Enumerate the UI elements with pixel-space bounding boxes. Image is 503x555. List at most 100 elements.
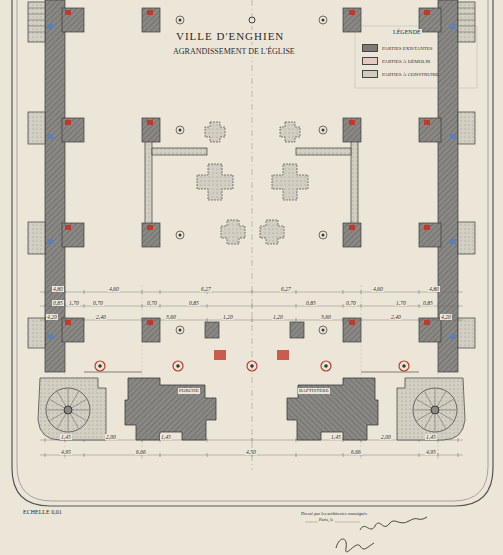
cross-pier — [205, 122, 225, 142]
dimension-tick — [160, 453, 161, 457]
buttress — [28, 112, 45, 144]
repair-mark — [147, 120, 153, 125]
stamp-text: Paris, le — [318, 518, 335, 523]
dimension-tick — [45, 290, 46, 294]
pier — [343, 118, 361, 142]
dimension: 4,20 — [46, 314, 58, 320]
repair-mark — [147, 10, 153, 15]
cross-pier — [260, 220, 284, 244]
repair-mark — [450, 239, 456, 244]
new-column — [247, 361, 257, 371]
step-line — [458, 20, 475, 21]
column — [176, 126, 184, 134]
step-line — [458, 8, 475, 9]
pier — [290, 322, 304, 338]
pier — [205, 322, 219, 338]
dimension: 1,45 — [160, 434, 172, 440]
dimension-tick — [207, 304, 208, 308]
dimension-tick — [296, 453, 297, 457]
dimension-tick — [458, 304, 459, 308]
dimension-tick — [458, 438, 459, 442]
dimension-tick — [296, 438, 297, 442]
dimension: 6,27 — [280, 286, 292, 292]
legend-entry: PARTIES À DÉMOLIR — [362, 57, 430, 65]
dimension: 0,85 — [422, 300, 434, 306]
legend-text: PARTIES À DÉMOLIR — [382, 59, 430, 64]
new-column — [98, 364, 102, 368]
pier — [62, 318, 84, 342]
buttress — [458, 2, 475, 42]
pier — [142, 223, 160, 247]
dimension: 0,70 — [92, 300, 104, 306]
dimension-tick — [45, 304, 46, 308]
column — [176, 16, 184, 24]
dimension: 4,60 — [108, 286, 120, 292]
legend-entry: PARTIES EXISTANTES — [362, 44, 433, 52]
repair-mark — [349, 120, 355, 125]
column — [319, 231, 327, 239]
dimension: 2,00 — [380, 434, 392, 440]
dimension: 4,60 — [372, 286, 384, 292]
buttress — [458, 318, 475, 348]
pier — [62, 223, 84, 247]
scale-note: ECHELLE 0,01 — [22, 509, 63, 516]
pier — [343, 8, 361, 32]
repair-mark — [349, 320, 355, 325]
repair-mark — [349, 10, 355, 15]
dimension: 1,45 — [330, 434, 342, 440]
legend-text: PARTIES À CONSTRUIRE — [382, 72, 439, 77]
sheet-frame — [12, 0, 493, 506]
column — [322, 129, 325, 132]
dimension: 1,70 — [395, 300, 407, 306]
new-column — [321, 361, 331, 371]
step-line — [28, 26, 45, 27]
dimension-tick — [252, 290, 253, 294]
column — [179, 234, 182, 237]
facade-half — [38, 350, 226, 440]
repair-mark — [65, 10, 71, 15]
dimension-tick — [419, 304, 420, 308]
axis-line — [252, 0, 253, 470]
dimension: 2,40 — [390, 314, 402, 320]
aisle-wall — [152, 148, 207, 155]
dimension: 0,85 — [188, 300, 200, 306]
buttress — [28, 318, 45, 348]
repair-mark — [65, 320, 71, 325]
legend-entry: PARTIES À CONSTRUIRE — [362, 70, 439, 78]
dimension: 0,70 — [146, 300, 158, 306]
dimension-tick — [160, 290, 161, 294]
pier — [343, 318, 361, 342]
dimension-tick — [45, 438, 46, 442]
pier — [142, 8, 160, 32]
dimension: 0,70 — [345, 300, 357, 306]
dimension-line — [40, 292, 463, 293]
column — [176, 326, 184, 334]
dimension-tick — [343, 453, 344, 457]
column — [179, 129, 182, 132]
buttress — [458, 112, 475, 144]
dimension-tick — [252, 318, 253, 322]
side-wall — [45, 0, 65, 372]
dimension-tick — [458, 453, 459, 457]
dimension-tick — [252, 438, 253, 442]
column — [179, 329, 182, 332]
dimension-tick — [458, 290, 459, 294]
dimension-tick — [458, 318, 459, 322]
dimension: 3,60 — [165, 314, 177, 320]
dimension-tick — [343, 318, 344, 322]
dimension-tick — [84, 290, 85, 294]
buttress — [28, 222, 45, 254]
dimension: 4,95 — [425, 449, 437, 455]
dimension-tick — [419, 453, 420, 457]
dimension-tick — [160, 304, 161, 308]
stamp-text: Dressé par les architectes soussignés — [300, 512, 368, 517]
dimension: 4,80 — [52, 286, 64, 292]
legend-text: PARTIES EXISTANTES — [382, 46, 433, 51]
dimension: 1,20 — [272, 314, 284, 320]
step-line — [28, 20, 45, 21]
pier — [62, 118, 84, 142]
new-column — [173, 361, 183, 371]
repair-mark — [450, 24, 456, 29]
repair-mark — [147, 225, 153, 230]
